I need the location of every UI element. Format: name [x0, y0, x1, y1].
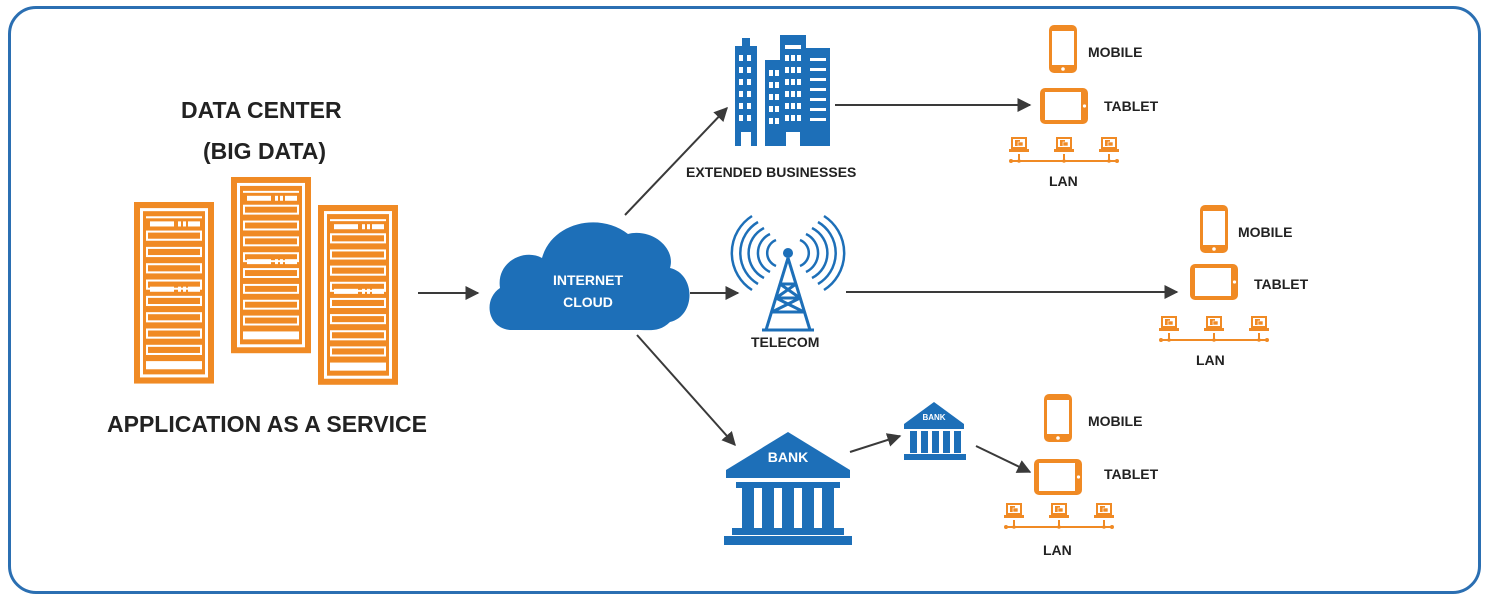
mobile-label: MOBILE	[1088, 413, 1143, 429]
tablet-label: TABLET	[1104, 98, 1159, 114]
branch-sign: BANK	[922, 413, 945, 422]
lan-icon	[1159, 316, 1269, 342]
service-label: APPLICATION AS A SERVICE	[107, 411, 427, 437]
data-center-title: DATA CENTER	[181, 97, 342, 123]
lan-icon	[1009, 137, 1119, 163]
tablet-icon	[1034, 459, 1082, 495]
telecom-mast-icon	[762, 248, 814, 332]
arrow-bank-to-branch	[849, 433, 902, 453]
cloud-label-line1: INTERNET	[553, 272, 623, 288]
mobile-label: MOBILE	[1088, 44, 1143, 60]
mobile-icon	[1200, 205, 1228, 253]
lan-label: LAN	[1043, 542, 1072, 558]
server-rack-icon	[134, 202, 214, 384]
bank-sign: BANK	[768, 449, 808, 465]
data-center-subtitle: (BIG DATA)	[203, 138, 327, 164]
arrow-branch-to-devices	[975, 445, 1032, 473]
cloud-icon	[489, 222, 690, 331]
mobile-icon	[1044, 394, 1072, 442]
lan-icon	[1004, 503, 1114, 529]
bank-icon	[724, 432, 852, 545]
mobile-icon	[1049, 25, 1077, 73]
buildings-icon	[735, 35, 830, 146]
server-rack-icon	[318, 205, 398, 385]
businesses-label: EXTENDED BUSINESSES	[686, 164, 857, 180]
bank-branch-icon	[904, 402, 966, 460]
lan-label: LAN	[1049, 173, 1078, 189]
arrow-cloud-to-businesses	[624, 106, 728, 216]
tablet-label: TABLET	[1254, 276, 1309, 292]
telecom-tower-icon	[730, 214, 846, 292]
telecom-label: TELECOM	[751, 334, 820, 350]
tablet-label: TABLET	[1104, 466, 1159, 482]
lan-label: LAN	[1196, 352, 1225, 368]
cloud-label-line2: CLOUD	[563, 294, 613, 310]
tablet-icon	[1040, 88, 1088, 124]
mobile-label: MOBILE	[1238, 224, 1293, 240]
network-diagram: BANK BANK	[134, 25, 1491, 545]
arrow-cloud-to-bank	[636, 334, 736, 447]
tablet-icon	[1190, 264, 1238, 300]
server-rack-icon	[231, 177, 311, 354]
